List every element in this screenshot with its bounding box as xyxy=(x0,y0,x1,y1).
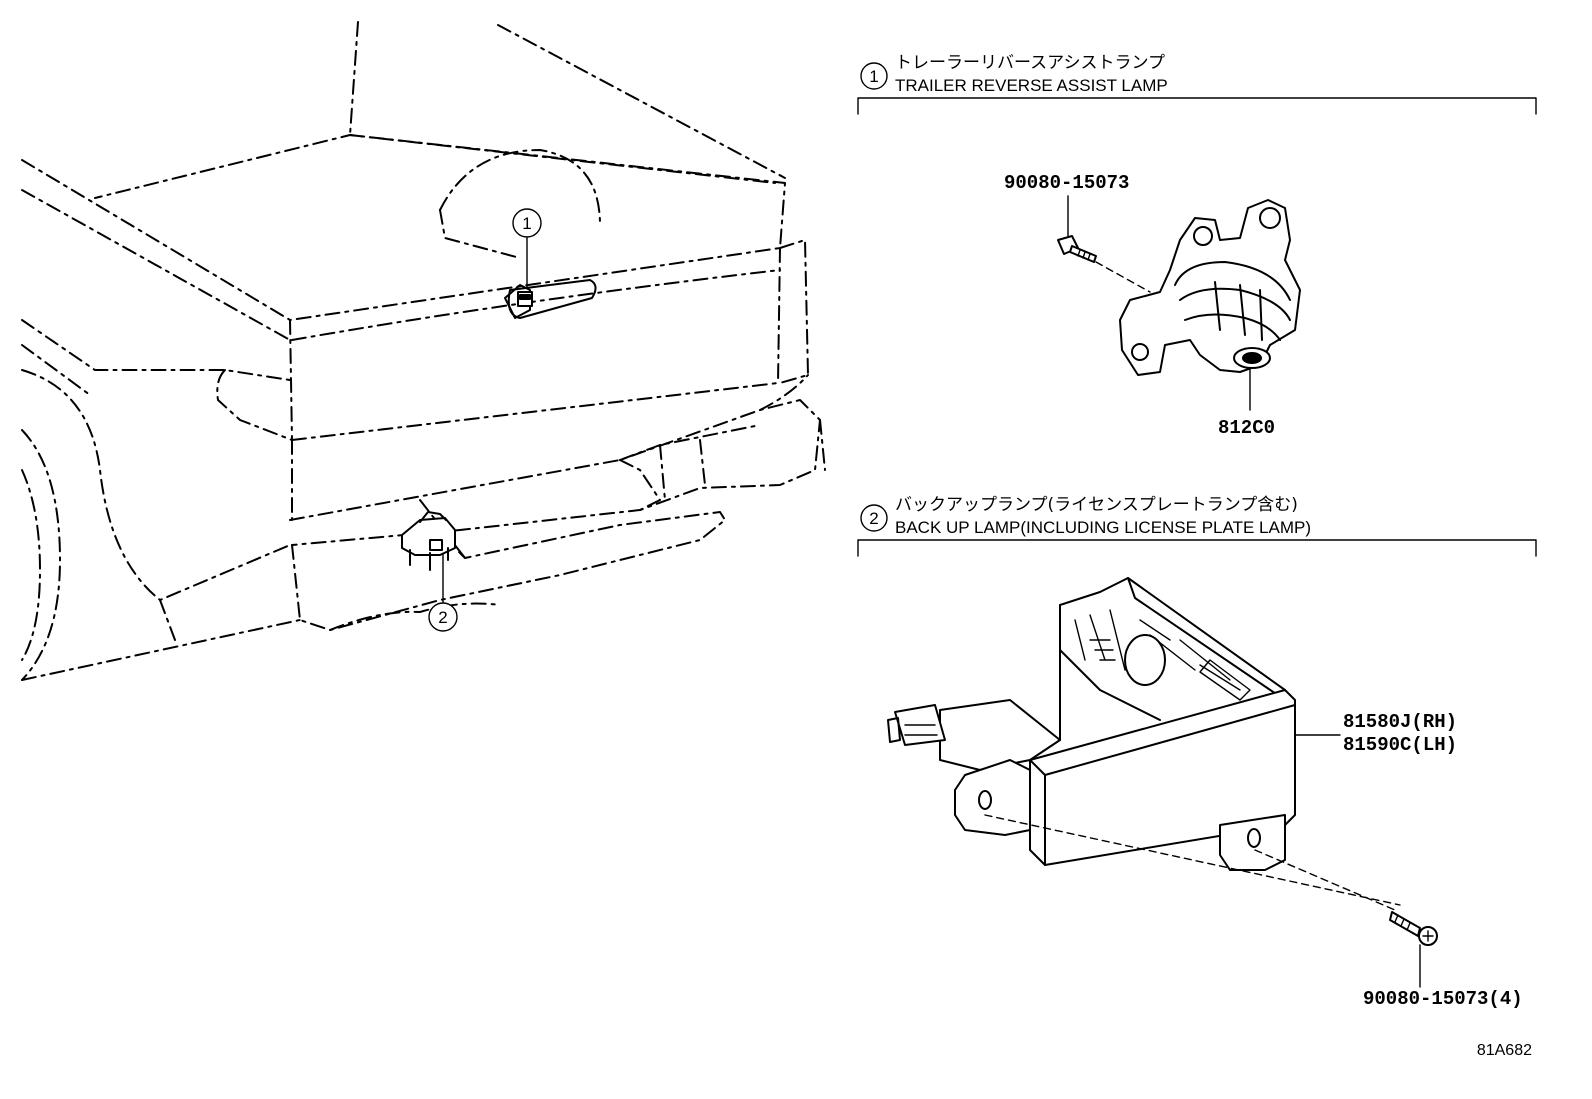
bolt-2-icon xyxy=(1389,911,1438,946)
bolt-1-part-number: 90080-15073 xyxy=(1004,172,1129,194)
lamp-2-lh-part-number: 81590C(LH) xyxy=(1343,734,1457,756)
callout-1-circle xyxy=(512,208,542,238)
section-1-parts: 90080-15073 812C0 xyxy=(1004,172,1301,439)
section-2-title-jp: バックアップランプ(ライセンスプレートランプ含む) xyxy=(895,495,1298,515)
back-up-lamp-location xyxy=(401,511,456,571)
diagram-code: 81A682 xyxy=(1477,1042,1532,1059)
section-1-number: 1 xyxy=(869,67,878,86)
vehicle-rear-illustration: 1 2 xyxy=(21,21,826,681)
section-2-number-circle xyxy=(860,504,888,532)
section-2-header: 2 バックアップランプ(ライセンスプレートランプ含む) BACK UP LAMP… xyxy=(857,495,1537,557)
lamp-2-rh-part-number: 81580J(RH) xyxy=(1343,711,1457,733)
bolt-2-part-number: 90080-15073(4) xyxy=(1363,988,1523,1010)
lamp-1-part-number: 812C0 xyxy=(1218,417,1275,439)
bolt-1-icon xyxy=(1057,235,1097,263)
callout-2-circle xyxy=(428,602,458,632)
section-2-title-en: BACK UP LAMP(INCLUDING LICENSE PLATE LAM… xyxy=(895,518,1311,537)
section-2-number: 2 xyxy=(869,509,878,528)
section-2-parts: 81580J(RH) 81590C(LH) 90080-15073(4) xyxy=(887,577,1523,1010)
callout-1-number: 1 xyxy=(522,214,531,233)
section-1-header: 1 トレーラーリバースアシストランプ TRAILER REVERSE ASSIS… xyxy=(857,53,1537,115)
section-1-title-en: TRAILER REVERSE ASSIST LAMP xyxy=(895,76,1168,95)
section-1-number-circle xyxy=(860,62,888,90)
callout-2-number: 2 xyxy=(438,608,447,627)
trailer-reverse-assist-lamp-icon xyxy=(1119,199,1301,376)
back-up-lamp-icon xyxy=(887,577,1296,871)
section-1-title-jp: トレーラーリバースアシストランプ xyxy=(895,53,1165,73)
trailer-reverse-assist-lamp-location xyxy=(504,284,533,319)
